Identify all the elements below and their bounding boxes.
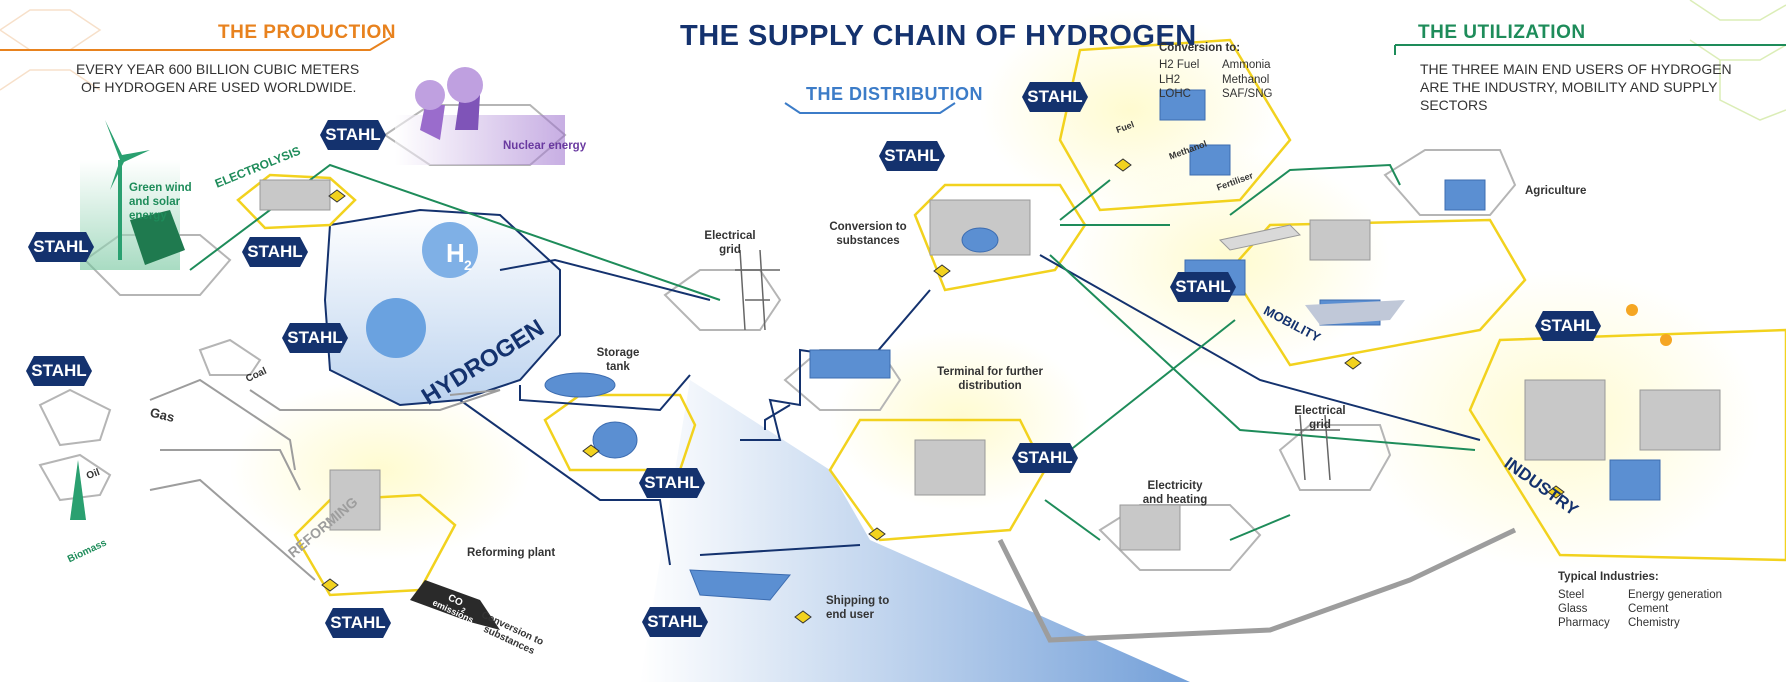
shipping-label-line2: end user <box>826 609 874 621</box>
industry-item: Energy generation <box>1628 589 1722 601</box>
co2-sub-label: 2 <box>460 607 467 615</box>
storage-label-line1: Storage <box>596 347 640 359</box>
utilization-text-line2: ARE THE INDUSTRY, MOBILITY AND SUPPLY <box>1420 79 1718 95</box>
stahl-badge-conversion-to: STAHL <box>1022 82 1088 112</box>
stahl-badge-terminal: STAHL <box>1012 443 1078 473</box>
grid1-label-line2: grid <box>719 244 741 256</box>
stahl-badge-electrolysis: STAHL <box>242 237 308 267</box>
typical-industries-heading: Typical Industries: <box>1558 571 1659 583</box>
shipping-label-line1: Shipping to <box>826 595 890 607</box>
stahl-badge-conversion: STAHL <box>879 141 945 171</box>
electrolysis-label: ELECTROLYSIS <box>213 144 303 191</box>
terminal-label-line1: Terminal for further <box>937 366 1043 378</box>
grid2-label-line2: grid <box>1309 419 1331 431</box>
grid1-label-line1: Electrical <box>704 230 756 242</box>
stahl-badge-shipping: STAHL <box>642 607 708 637</box>
conversion-item: LH2 <box>1159 74 1181 86</box>
conversion-item: SAF/SNG <box>1222 88 1273 100</box>
oil-label: Oil <box>85 467 102 482</box>
fuel-icon-label: Fuel <box>1115 119 1136 135</box>
elec-heat-label-line2: and heating <box>1142 494 1208 506</box>
industry-label: INDUSTRY <box>1501 453 1582 519</box>
elec-heat-label-line1: Electricity <box>1147 480 1203 492</box>
production-text-line2: OF HYDROGEN ARE USED WORLDWIDE. <box>81 79 357 95</box>
conversion-box-heading: Conversion to: <box>1159 42 1241 54</box>
reforming-label: REFORMING <box>285 493 361 560</box>
h2-symbol: H <box>446 238 465 268</box>
conversion-item: LOHC <box>1159 88 1191 100</box>
industry-item: Glass <box>1558 603 1588 615</box>
stahl-badge-gas: STAHL <box>26 356 92 386</box>
distribution-heading: THE DISTRIBUTION <box>806 84 983 104</box>
biomass-label: Biomass <box>66 537 109 565</box>
conversion-label-line2: substances <box>836 235 900 247</box>
terminal-label-line2: distribution <box>958 380 1022 392</box>
industry-item: Cement <box>1628 603 1669 615</box>
grid2-label-line1: Electrical <box>1294 405 1346 417</box>
industry-item: Chemistry <box>1628 617 1680 629</box>
wind-label-line1: Green wind <box>129 182 192 194</box>
stahl-badge-wind: STAHL <box>28 232 94 262</box>
production-text-line1: EVERY YEAR 600 BILLION CUBIC METERS <box>76 61 360 77</box>
mobility-label: MOBILITY <box>1261 303 1323 346</box>
wind-label-line2: and solar <box>129 196 181 208</box>
stahl-badge-mobility: STAHL <box>1170 272 1236 302</box>
reforming-plant-label: Reforming plant <box>467 547 556 559</box>
industry-item: Pharmacy <box>1558 617 1610 629</box>
stahl-badge-nuclear: STAHL <box>320 120 386 150</box>
fertiliser-icon-label: Fertiliser <box>1215 170 1255 193</box>
stahl-badge-reforming: STAHL <box>325 608 391 638</box>
page-title: THE SUPPLY CHAIN OF HYDROGEN <box>680 20 1197 52</box>
stahl-badge-industry: STAHL <box>1535 311 1601 341</box>
wind-label-line3: energy <box>129 210 167 222</box>
hydrogen-hub: H 2 HYDROGEN <box>417 238 549 411</box>
conversion-item: Ammonia <box>1222 59 1271 71</box>
methanol-icon-label: Methanol <box>1168 139 1209 162</box>
agriculture-label: Agriculture <box>1525 185 1587 197</box>
conversion-item: Methanol <box>1222 74 1270 86</box>
stahl-badge-storage: STAHL <box>639 468 705 498</box>
conversion-item: H2 Fuel <box>1159 59 1200 71</box>
gas-label: Gas <box>149 405 176 426</box>
h2-subscript: 2 <box>464 257 472 273</box>
coal-label: Coal <box>244 366 268 385</box>
nuclear-label: Nuclear energy <box>503 140 587 152</box>
utilization-heading: THE UTILIZATION <box>1418 22 1586 43</box>
conversion-label-line1: Conversion to <box>829 221 907 233</box>
storage-label-line2: tank <box>606 361 630 373</box>
industry-item: Steel <box>1558 589 1585 601</box>
production-heading: THE PRODUCTION <box>218 22 396 43</box>
utilization-text-line1: THE THREE MAIN END USERS OF HYDROGEN <box>1420 61 1732 77</box>
stahl-badge-hydrogen: STAHL <box>282 323 348 353</box>
utilization-text-line3: SECTORS <box>1420 97 1488 113</box>
